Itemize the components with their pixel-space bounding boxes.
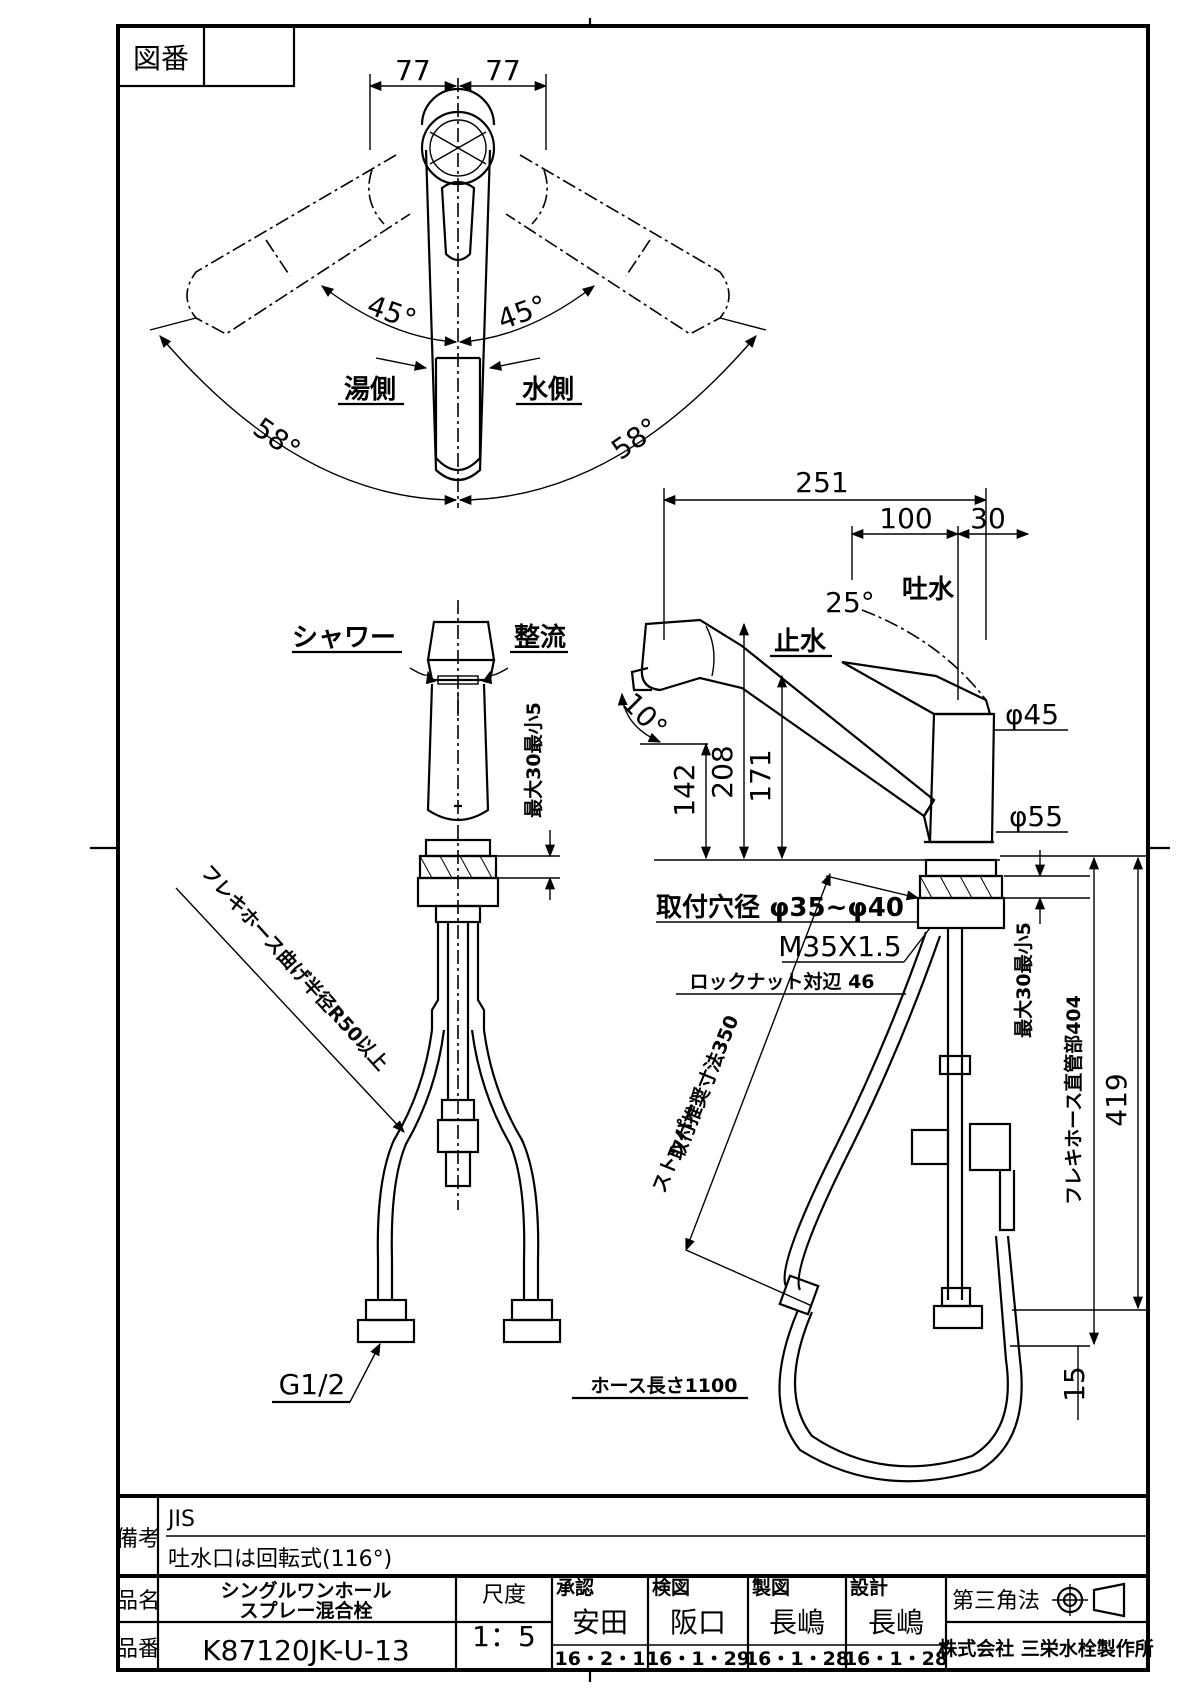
designed-name: 長嶋 (868, 1606, 924, 1639)
product-number-label: 品番 (116, 1637, 160, 1662)
approved-name: 安田 (572, 1606, 628, 1639)
third-angle-projection-icon (1052, 1582, 1126, 1618)
angle-45-left: 45° (363, 288, 421, 336)
dim-251: 251 (795, 466, 848, 499)
dim-208: 208 (706, 745, 739, 798)
designed-label: 設計 (850, 1576, 888, 1599)
dim-142: 142 (668, 763, 701, 816)
checked-name: 阪口 (670, 1606, 726, 1639)
dim-77-right: 77 (485, 54, 521, 87)
drawn-date: 16・1・28 (745, 1648, 849, 1670)
top-view: 77 77 45° 45° 湯側 水側 (149, 54, 767, 508)
hose-length-label: ホース長さ1100 (591, 1375, 738, 1397)
max-thickness-side: 最大30最小5 (1012, 922, 1035, 1038)
stopper-label-line2: 取付推奨寸法350 (665, 1012, 744, 1163)
angle-25: 25° (825, 586, 875, 619)
approved-label: 承認 (556, 1576, 594, 1599)
approved-date: 16・2・1 (555, 1648, 646, 1670)
checked-date: 16・1・29 (646, 1648, 750, 1670)
lock-nut-label: ロックナット対辺 46 (689, 970, 874, 993)
dim-15: 15 (1058, 1366, 1091, 1402)
product-name-label: 品名 (116, 1589, 160, 1614)
angle-45-right: 45° (493, 288, 551, 336)
sheet-border (90, 18, 1170, 1682)
dia-55: φ55 (1009, 800, 1063, 833)
thread-spec-label: M35X1.5 (778, 930, 902, 963)
dim-77-left: 77 (395, 54, 431, 87)
product-number: K87120JK-U-13 (202, 1634, 409, 1667)
side-view: 251 100 30 25° 吐水 止水 φ45 φ55 142 208 (572, 466, 1150, 1483)
remarks-line1: JIS (166, 1507, 195, 1532)
flex-hose-bend-label: フレキホース曲げ半径R50以上 (197, 860, 394, 1075)
straight-flow-label: 整流 (514, 622, 566, 653)
dim-171: 171 (744, 749, 777, 802)
company-name: 株式会社 三栄水栓製作所 (938, 1637, 1154, 1660)
drawing-number-box: 図番 (116, 24, 296, 88)
mount-hole-label: 取付穴径 φ35~φ40 (656, 893, 904, 923)
drawn-name: 長嶋 (769, 1606, 825, 1639)
title-block: 備考 JIS 吐水口は回転式(116°) 品名 シングルワンホール スプレー混合… (116, 1494, 1154, 1670)
designed-date: 16・1・28 (844, 1648, 948, 1670)
stop-water-label: 止水 (774, 627, 827, 657)
dim-100: 100 (879, 502, 932, 535)
drawing-number-label: 図番 (133, 42, 189, 75)
dim-419: 419 (1100, 1073, 1133, 1126)
remarks-label: 備考 (116, 1527, 160, 1552)
product-name-line1: シングルワンホール (220, 1579, 391, 1602)
angle-58-left: 58° (247, 411, 307, 467)
angle-10: 10° (615, 686, 673, 744)
thread-label: G1/2 (279, 1368, 346, 1401)
projection-label: 第三角法 (952, 1589, 1040, 1614)
cold-side-label: 水側 (522, 375, 574, 405)
shower-label: シャワー (292, 623, 396, 653)
flex-straight-label: フレキホース直管部404 (1062, 995, 1085, 1205)
dia-45: φ45 (1005, 698, 1059, 731)
remarks-line2: 吐水口は回転式(116°) (168, 1547, 392, 1572)
hot-side-label: 湯側 (344, 375, 396, 405)
product-name-line2: スプレー混合栓 (239, 1599, 372, 1622)
checked-label: 検図 (652, 1576, 690, 1599)
scale-label: 尺度 (482, 1583, 526, 1608)
front-view: シャワー 整流 最大30最小5 フレキホー (175, 600, 568, 1404)
drawn-label: 製図 (751, 1577, 790, 1599)
dim-30: 30 (970, 502, 1006, 535)
spout-water-label: 吐水 (902, 575, 955, 605)
max-thickness-front: 最大30最小5 (522, 702, 545, 818)
scale-value: 1：5 (472, 1620, 536, 1653)
